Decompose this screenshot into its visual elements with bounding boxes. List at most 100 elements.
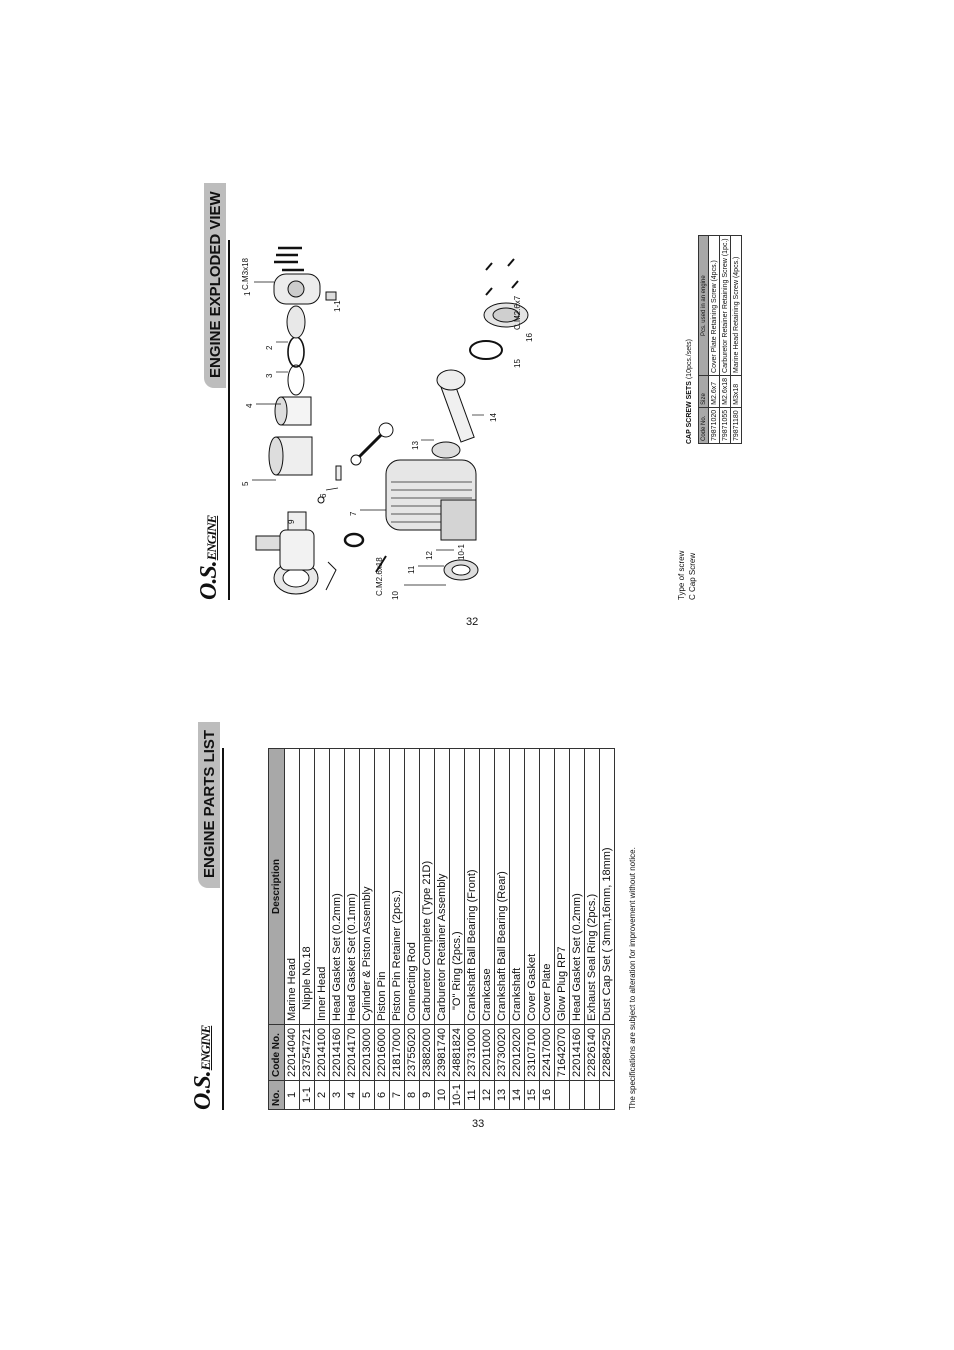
row-description: Nipple No.18 <box>299 748 315 1025</box>
row-code: 22014100 <box>314 1024 330 1081</box>
cap-row-code: 79871020 <box>708 407 720 444</box>
piston-pin-drawing <box>335 465 342 481</box>
col-description: Description <box>268 748 285 1025</box>
cap-row-use: Marine Head Retaining Screw (4pcs.) <box>730 235 742 376</box>
header-rule <box>228 240 230 600</box>
row-code: 22884250 <box>599 1024 615 1081</box>
col-code: Code No. <box>268 1024 285 1081</box>
exploded-view-page: O.S.ENGINE ENGINE EXPLODED VIEW <box>196 183 756 600</box>
label-4: 4 <box>245 403 254 408</box>
cover-gasket-drawing <box>469 340 503 360</box>
row-number: 6 <box>374 1080 390 1110</box>
label-13: 13 <box>411 441 420 450</box>
row-number: 15 <box>524 1080 540 1110</box>
row-description: Dust Cap Set ( 3mm,16mm, 18mm) <box>599 748 615 1025</box>
cap-col-use: Pcs. used in an engine <box>698 235 709 376</box>
header-rule <box>222 748 224 1110</box>
label-7: 7 <box>349 511 358 516</box>
row-number <box>569 1080 585 1110</box>
label-12: 12 <box>425 551 434 560</box>
page-number-32: 32 <box>466 616 479 628</box>
specification-notice: The specifications are subject to altera… <box>628 847 637 1110</box>
row-description: Head Gasket Set (0.1mm) <box>344 748 360 1025</box>
row-code: 24881824 <box>449 1024 465 1081</box>
row-description: Crankshaft Ball Bearing (Front) <box>464 748 480 1025</box>
row-code: 22014170 <box>344 1024 360 1081</box>
row-description: Cylinder & Piston Assembly <box>359 748 375 1025</box>
row-description: Carburetor Retainer Assembly <box>434 748 450 1025</box>
row-number: 9 <box>419 1080 435 1110</box>
row-description: Piston Pin <box>374 748 390 1025</box>
row-description: Crankcase <box>479 748 495 1025</box>
piston-pin-retainer-drawing <box>317 496 325 504</box>
row-description: Cover Gasket <box>524 748 540 1025</box>
label-11: 11 <box>407 565 416 574</box>
label-15: 15 <box>513 359 522 368</box>
page-number-33: 33 <box>472 1118 485 1130</box>
cap-row-code: 79871180 <box>730 407 742 444</box>
row-number: 10-1 <box>449 1080 465 1110</box>
row-code: 23882000 <box>419 1024 435 1081</box>
row-description: Piston Pin Retainer (2pcs.) <box>389 748 405 1025</box>
head-gasket-thin-drawing <box>287 336 305 368</box>
row-code: 23731000 <box>464 1024 480 1081</box>
o-ring-drawing <box>343 532 365 548</box>
row-description: Inner Head <box>314 748 330 1025</box>
label-2: 2 <box>265 345 274 350</box>
row-code: 23730020 <box>494 1024 510 1081</box>
label-3: 3 <box>265 373 274 378</box>
row-number: 2 <box>314 1080 330 1110</box>
screw-type-legend: Type of screw C Cap Screw <box>677 550 697 600</box>
row-description: Head Gasket Set (0.2mm) <box>569 748 585 1025</box>
row-code: 23107100 <box>524 1024 540 1081</box>
label-6: 6 <box>319 493 328 498</box>
cap-col-size: Size <box>698 375 709 408</box>
row-code: 22014160 <box>569 1024 585 1081</box>
cap-row-code: 79871055 <box>719 407 731 444</box>
label-c-m3x18: C.M3x18 <box>241 257 250 290</box>
row-description: Crankshaft Ball Bearing (Rear) <box>494 748 510 1025</box>
row-number: 11 <box>464 1080 480 1110</box>
cap-row-size: M3x18 <box>730 375 742 408</box>
label-10: 10 <box>391 591 400 600</box>
marine-head-drawing <box>273 273 337 305</box>
crankshaft-drawing <box>436 369 475 443</box>
row-description: Cover Plate <box>539 748 555 1025</box>
row-number: 16 <box>539 1080 555 1110</box>
cap-row-size: M2.6x7 <box>708 375 720 408</box>
label-c-m2-6x7: C.M2.6x7 <box>513 295 522 330</box>
carburetor-drawing <box>255 511 337 595</box>
row-number: 4 <box>344 1080 360 1110</box>
row-code: 23754721 <box>299 1024 315 1081</box>
parts-list-title: ENGINE PARTS LIST <box>198 721 220 888</box>
row-description: Crankshaft <box>509 748 525 1025</box>
row-code: 22826140 <box>584 1024 600 1081</box>
row-number: 5 <box>359 1080 375 1110</box>
row-code: 22417000 <box>539 1024 555 1081</box>
row-number: 1-1 <box>299 1080 315 1110</box>
row-number <box>554 1080 570 1110</box>
